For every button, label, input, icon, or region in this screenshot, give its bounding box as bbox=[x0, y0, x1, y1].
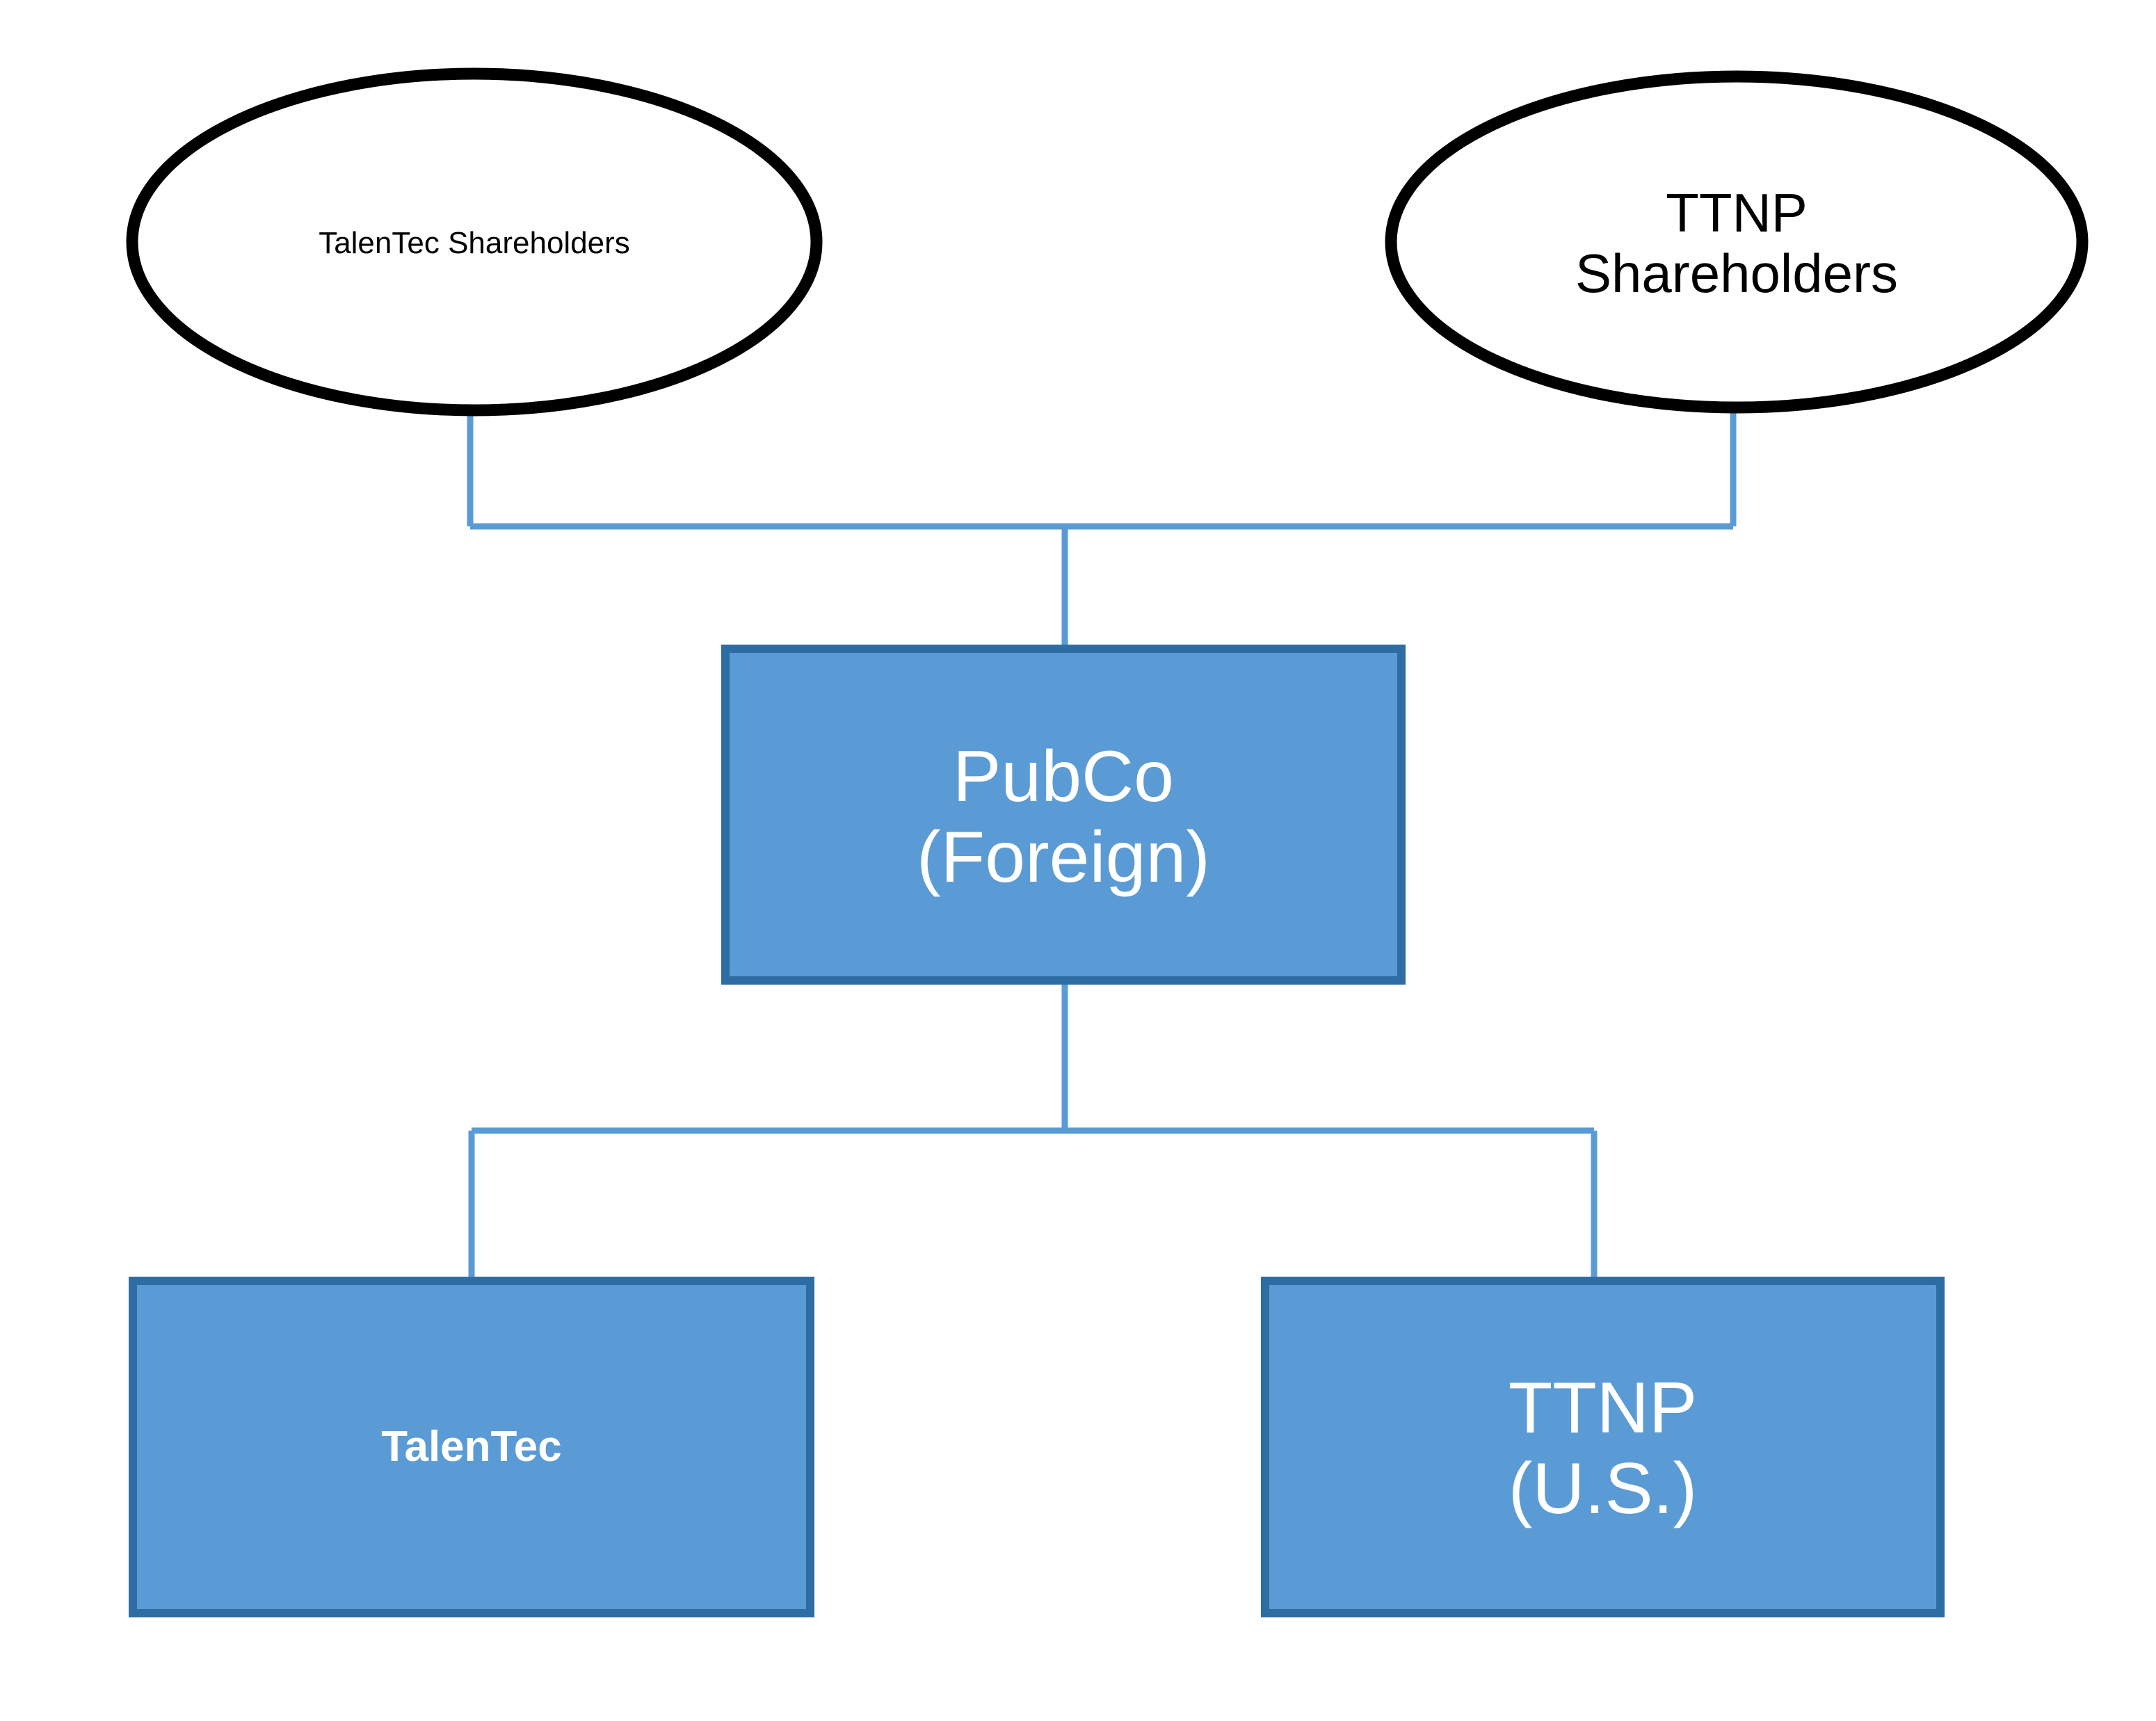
connector-group bbox=[467, 406, 1737, 1283]
node-talentec-shareholders[interactable] bbox=[126, 67, 823, 417]
node-ttnp-us[interactable] bbox=[1261, 1277, 1945, 1617]
node-talentec[interactable] bbox=[129, 1277, 814, 1617]
node-ttnp-shareholders[interactable] bbox=[1385, 70, 2089, 414]
node-pubco[interactable] bbox=[721, 645, 1406, 985]
